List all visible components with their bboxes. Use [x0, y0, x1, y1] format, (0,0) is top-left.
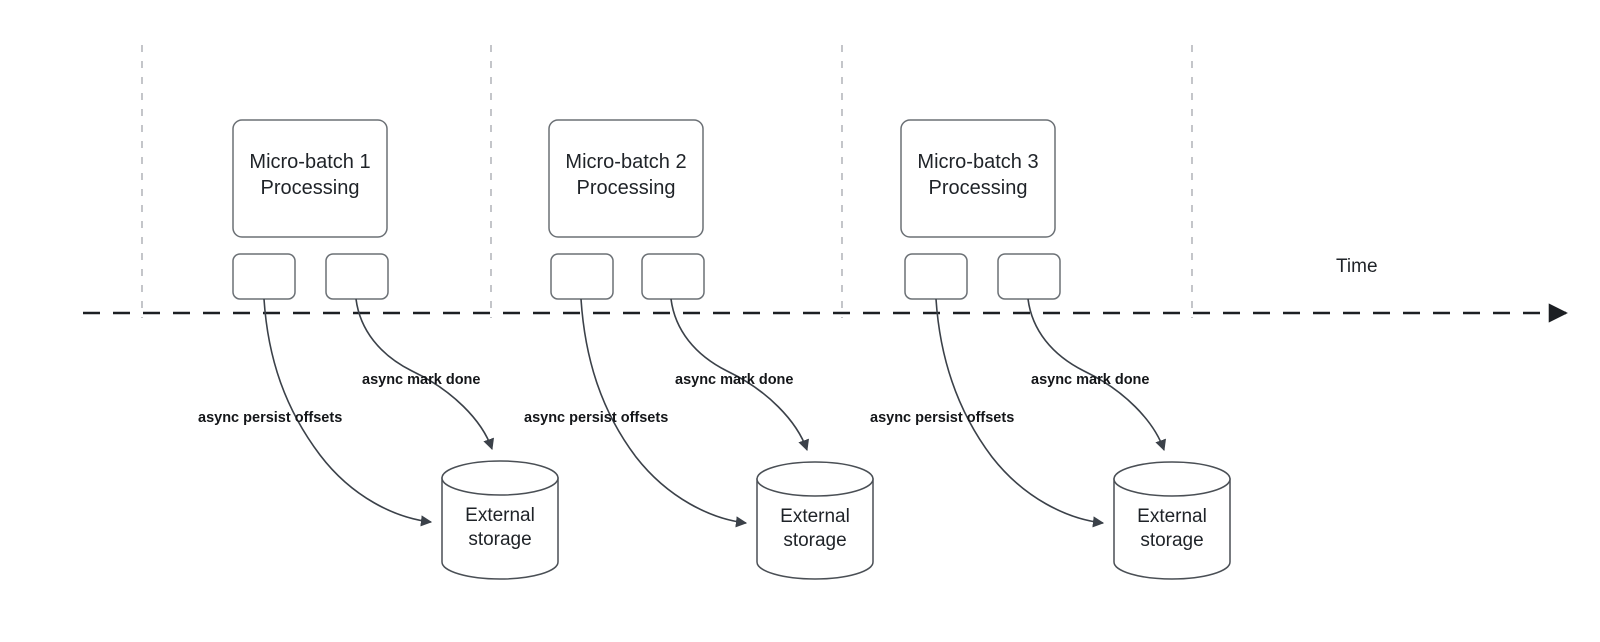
edge-label-persist-2: async persist offsets — [524, 410, 669, 426]
edge-label-markdone-1: async mark done — [362, 372, 481, 388]
task-box-2b[interactable] — [641, 253, 705, 300]
time-axis-label: Time — [1336, 256, 1378, 277]
edge-persist-3 — [935, 298, 1105, 528]
edge-markdone-2 — [670, 298, 810, 452]
batch-box-2[interactable] — [548, 119, 704, 238]
group-batch-2 — [548, 119, 874, 580]
edge-persist-1 — [263, 298, 433, 527]
group-batch-3 — [900, 119, 1231, 580]
edge-markdone-3 — [1027, 298, 1167, 452]
external-storage-cylinder-3[interactable] — [1113, 461, 1231, 580]
external-storage-cylinder-2[interactable] — [756, 461, 874, 580]
task-box-1a[interactable] — [232, 253, 296, 300]
task-box-2a[interactable] — [550, 253, 614, 300]
batch-box-3[interactable] — [900, 119, 1056, 238]
timeline-tick-lines — [141, 45, 1193, 318]
task-box-1b[interactable] — [325, 253, 389, 300]
task-box-3a[interactable] — [904, 253, 968, 300]
task-box-3b[interactable] — [997, 253, 1061, 300]
edge-label-persist-1: async persist offsets — [198, 410, 343, 426]
edge-label-markdone-3: async mark done — [1031, 372, 1150, 388]
edge-markdone-1 — [355, 298, 495, 451]
edge-label-markdone-2: async mark done — [675, 372, 794, 388]
edge-label-persist-3: async persist offsets — [870, 410, 1015, 426]
batch-box-1[interactable] — [232, 119, 388, 238]
external-storage-cylinder-1[interactable] — [441, 460, 559, 580]
edge-persist-2 — [580, 298, 748, 528]
group-batch-1 — [232, 119, 559, 580]
